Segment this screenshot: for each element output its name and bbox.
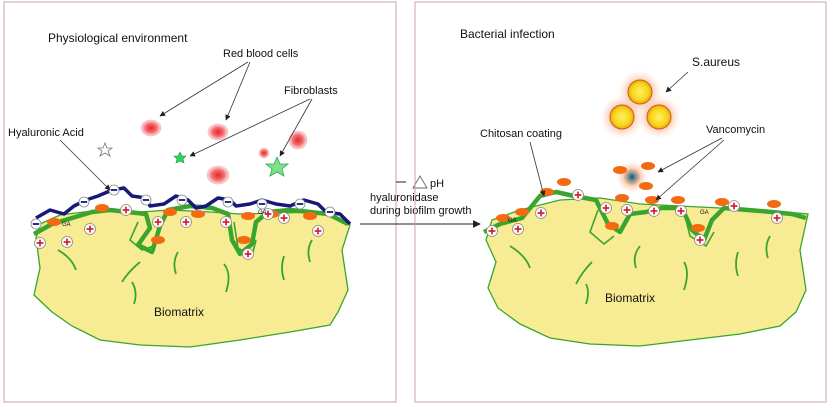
s-aureus-cell (627, 79, 653, 105)
left-panel-border (3, 1, 397, 403)
red-blood-cell (140, 119, 162, 137)
right-fibre-3 (585, 283, 589, 305)
s-aureus-label: S.aureus (692, 55, 740, 69)
right-fibre-2 (575, 261, 593, 285)
vancomycin-label: Vancomycin (706, 124, 765, 136)
right-panel-title: Bacterial infection (460, 27, 555, 41)
right-ga-label-1: GA (508, 218, 517, 224)
right-panel-border (414, 1, 827, 403)
red-blood-cell (206, 165, 230, 185)
right-biomatrix (485, 197, 809, 347)
left-panel: Physiological environment (3, 1, 397, 403)
fibroblast-outline-star (96, 141, 114, 157)
left-ga-label-1: GA (62, 222, 71, 228)
left-ga-label-2: GA (258, 210, 267, 216)
delta-triangle-icon (412, 175, 428, 189)
transition-line-1: hyaluronidase (370, 192, 439, 204)
left-biomatrix-label: Biomatrix (154, 305, 204, 319)
left-fibre-3 (131, 281, 137, 305)
left-fibre-1 (57, 249, 77, 271)
vancomycin-complex (613, 161, 655, 193)
s-aureus-cell (609, 104, 635, 130)
right-biomatrix-label: Biomatrix (605, 291, 655, 305)
fibroblast-small-star (173, 151, 187, 164)
red-blood-cell (288, 130, 308, 150)
fibroblasts (96, 141, 290, 177)
right-panel: Bacterial infection (414, 1, 827, 403)
s-aureus-cluster (600, 70, 681, 139)
red-blood-cells-label: Red blood cells (223, 48, 299, 60)
right-leader-lines (529, 71, 725, 201)
right-fibre-6 (735, 251, 739, 277)
right-ga-label-2: GA (700, 210, 709, 216)
left-fibre-2 (121, 261, 141, 283)
ph-label: pH (430, 178, 444, 190)
left-biomatrix (33, 209, 351, 348)
right-fibre-5 (683, 261, 688, 291)
red-blood-cell (207, 123, 229, 141)
left-pocket-1 (129, 221, 155, 251)
transition: pH hyaluronidase during biofilm growth (360, 175, 481, 228)
right-fibre-7 (765, 235, 771, 259)
right-fibre-4 (633, 245, 641, 269)
left-fibre-5 (223, 263, 230, 293)
left-fibre-7 (307, 239, 313, 263)
left-leader-lines (59, 61, 313, 191)
transition-line-2: during biofilm growth (370, 205, 472, 217)
red-blood-cells (140, 119, 308, 185)
s-aureus-cell (646, 104, 672, 130)
left-fibre-6 (281, 255, 285, 281)
right-pocket-1 (589, 209, 615, 246)
chitosan-coating-label: Chitosan coating (480, 128, 562, 140)
red-blood-cell (258, 147, 270, 159)
hyaluronic-acid-label: Hyaluronic Acid (8, 127, 84, 139)
right-fibre-1 (509, 245, 531, 269)
fibroblast-large-star (264, 155, 290, 177)
fibroblasts-label: Fibroblasts (284, 85, 338, 97)
left-panel-title: Physiological environment (48, 31, 188, 45)
left-fibre-4 (173, 251, 179, 275)
